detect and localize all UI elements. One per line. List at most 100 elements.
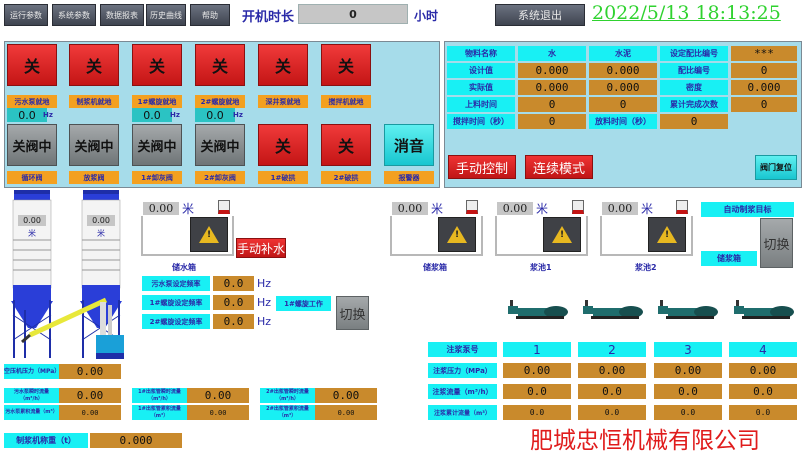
- sewage-pump-hz: 0.0: [7, 108, 47, 122]
- manual-refill-button[interactable]: 手动补水: [236, 238, 286, 258]
- level-sensor-icon: [572, 200, 584, 214]
- pump1-pressure: 0.00: [503, 363, 571, 378]
- discharge-time[interactable]: 0: [660, 114, 728, 129]
- flow-label: 1#出浆管累积流量（m³）: [132, 405, 187, 420]
- screw1-hz: 0.0: [132, 108, 172, 122]
- runtime-unit: 小时: [414, 9, 439, 23]
- sewage-pump-label: 污水泵就地: [7, 95, 57, 108]
- runtime-value: 0: [298, 4, 408, 24]
- ash-valve1-button[interactable]: 关阀中: [132, 124, 182, 166]
- agitator-label: 搅拌机就地: [321, 95, 371, 108]
- system-exit-button[interactable]: 系统退出: [495, 4, 585, 26]
- mixer-weight-value: 0.000: [90, 433, 182, 448]
- circulation-valve-button[interactable]: 关阀中: [7, 124, 57, 166]
- flow-label: 污水泵累积流量（m³）: [4, 405, 59, 420]
- deep-well-pump-toggle[interactable]: 关: [258, 44, 308, 86]
- company-name: 肥城忠恒机械有限公司: [530, 428, 760, 454]
- agitator-toggle[interactable]: 关: [321, 44, 371, 86]
- pump-number: 1: [503, 342, 571, 357]
- continuous-mode-button[interactable]: 连续模式: [525, 155, 593, 179]
- pump1-flow: 0.0: [503, 384, 571, 399]
- ash-valve2-button[interactable]: 关阀中: [195, 124, 245, 166]
- outlet1-inst-flow: 0.00: [187, 388, 249, 403]
- water-tank-unit: 米: [182, 202, 195, 216]
- sewage-inst-flow: 0.00: [59, 388, 121, 403]
- silo2-unit: 米: [97, 229, 105, 238]
- outlet1-acc-flow: 0.00: [187, 405, 249, 420]
- recipe-label: 搅拌时间（秒）: [447, 114, 515, 129]
- design-cement[interactable]: 0.000: [589, 63, 657, 78]
- screw-work-status: 1#螺旋工作: [276, 296, 331, 311]
- sewage-pump-toggle[interactable]: 关: [7, 44, 57, 86]
- silo-illustration: [11, 190, 124, 359]
- warning-icon: !: [543, 217, 581, 252]
- pump-number: 3: [654, 342, 722, 357]
- pump4-icon: [734, 300, 794, 319]
- arch-breaker1-toggle[interactable]: 关: [258, 124, 308, 166]
- screw-switch-button[interactable]: 切换: [336, 296, 369, 330]
- warning-icon: !: [648, 217, 686, 252]
- pump1-icon: [508, 300, 568, 319]
- pump3-total-flow: 0.0: [654, 405, 722, 420]
- pump2-icon: [583, 300, 643, 319]
- screw2-freq[interactable]: 0.0: [213, 314, 254, 329]
- set-ratio-number[interactable]: ***: [731, 46, 797, 61]
- hz-unit: Hz: [257, 296, 272, 309]
- design-water[interactable]: 0.000: [518, 63, 586, 78]
- auto-target-switch-button[interactable]: 切换: [760, 218, 793, 268]
- slurry-tank-name: 储浆箱: [423, 263, 447, 272]
- level-sensor-icon: [218, 200, 230, 214]
- manual-control-button[interactable]: 手动控制: [448, 155, 516, 179]
- screw2-hz: 0.0: [195, 108, 235, 122]
- ash-valve2-label: 2#卸灰阀: [195, 171, 245, 184]
- runtime-label: 开机时长: [242, 10, 295, 25]
- silo1-unit: 米: [28, 229, 36, 238]
- pool2-unit: 米: [641, 202, 654, 216]
- flow-label: 2#出浆管瞬时流量（m³/h）: [260, 388, 315, 403]
- nav-history-curve[interactable]: 历史曲线: [146, 4, 186, 26]
- flow-label: 污水泵瞬时流量（m³/h）: [4, 388, 59, 403]
- silo2-level: 0.00: [87, 215, 115, 226]
- sewage-pump-freq[interactable]: 0.0: [213, 276, 254, 291]
- recipe-label: 上料时间: [447, 97, 515, 112]
- pool1-name: 浆池1: [530, 263, 552, 272]
- auto-target-label: 自动制浆目标: [701, 202, 794, 217]
- level-sensor-icon: [466, 200, 478, 214]
- nav-help[interactable]: 帮助: [190, 4, 230, 26]
- mixer-toggle[interactable]: 关: [69, 44, 119, 86]
- recipe-header: 水泥: [589, 46, 657, 61]
- datetime-display: 2022/5/13 18:13:25: [592, 2, 781, 24]
- nav-run-params[interactable]: 运行参数: [4, 4, 48, 26]
- compressor-pressure: 0.00: [59, 364, 121, 379]
- screw2-label: 2#螺旋就地: [195, 95, 245, 108]
- pump-row-label: 注浆累计流量（m³）: [428, 405, 497, 420]
- feed-time-cement: 0: [589, 97, 657, 112]
- nav-data-report[interactable]: 数据报表: [100, 4, 144, 26]
- flow-label: 2#出浆管累积流量（m³）: [260, 405, 315, 420]
- discharge-valve-button[interactable]: 关阀中: [69, 124, 119, 166]
- arch-breaker2-toggle[interactable]: 关: [321, 124, 371, 166]
- screw2-toggle[interactable]: 关: [195, 44, 245, 86]
- pump2-pressure: 0.00: [578, 363, 646, 378]
- ratio-number: 0: [731, 63, 797, 78]
- water-tank-level: 0.00: [143, 202, 179, 215]
- screw1-freq[interactable]: 0.0: [213, 295, 254, 310]
- pump1-total-flow: 0.0: [503, 405, 571, 420]
- arch-breaker2-label: 2#破拱: [321, 171, 371, 184]
- recipe-header: 水: [518, 46, 586, 61]
- screw1-toggle[interactable]: 关: [132, 44, 182, 86]
- pump-number: 4: [729, 342, 797, 357]
- outlet2-acc-flow: 0.00: [315, 405, 377, 420]
- alarm-mute-button[interactable]: 消音: [384, 124, 434, 166]
- water-tank-name: 储水箱: [172, 263, 196, 272]
- freq-label: 1#螺旋设定频率: [142, 295, 210, 310]
- hz-unit: Hz: [257, 277, 272, 290]
- mix-time[interactable]: 0: [518, 114, 586, 129]
- actual-water: 0.000: [518, 80, 586, 95]
- valve-reset-button[interactable]: 阀门复位: [755, 155, 797, 180]
- hz-unit: Hz: [170, 111, 180, 119]
- mixer-weight-label: 制浆机称重（t）: [4, 433, 88, 448]
- sewage-acc-flow: 0.00: [59, 405, 121, 420]
- nav-system-params[interactable]: 系统参数: [52, 4, 96, 26]
- recipe-label: 实际值: [447, 80, 515, 95]
